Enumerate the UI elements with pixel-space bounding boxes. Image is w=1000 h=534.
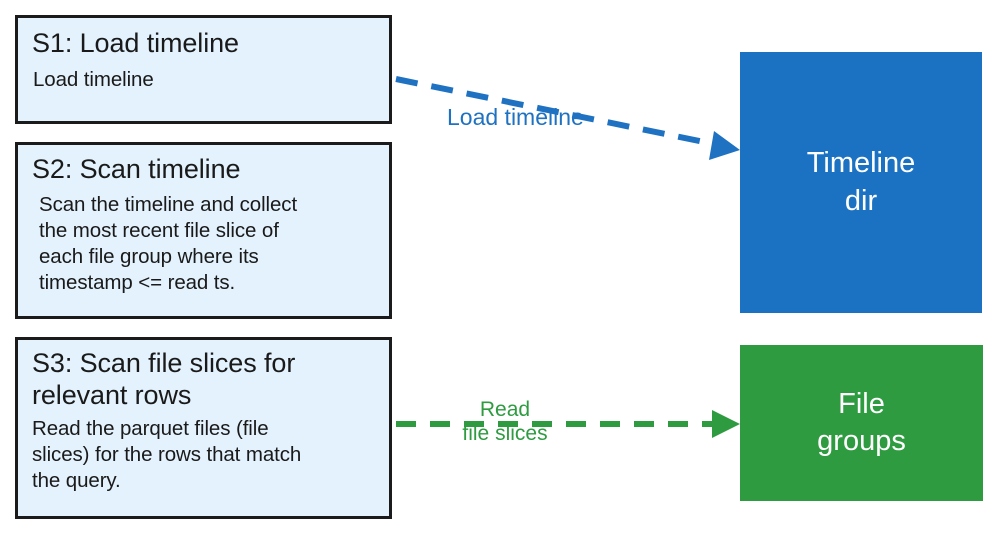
store-box-timeline-dir[interactable]: Timeline dir	[740, 52, 982, 313]
edge-label-load-timeline: Load timeline	[447, 104, 584, 130]
load-timeline-arrow-head	[709, 131, 740, 160]
step-title-s3: S3: Scan file slices for relevant rows	[32, 348, 296, 411]
step-body-s2: Scan the timeline and collect the most r…	[39, 193, 298, 295]
step-title-s2: S2: Scan timeline	[32, 154, 241, 184]
step-title-s1: S1: Load timeline	[32, 28, 239, 58]
edge-label-read-file-slices: Read file slices	[462, 398, 548, 445]
step-body-s1: Load timeline	[33, 68, 154, 92]
step-body-s3: Read the parquet files (file slices) for…	[32, 416, 302, 492]
store-label-file-groups: File groups	[817, 387, 906, 457]
store-label-timeline-dir: Timeline dir	[806, 147, 916, 217]
step-box-s1[interactable]: S1: Load timeline Load timeline	[15, 15, 392, 124]
store-box-file-groups[interactable]: File groups	[740, 345, 983, 501]
step-box-s2[interactable]: S2: Scan timeline Scan the timeline and …	[15, 142, 392, 319]
step-box-s3[interactable]: S3: Scan file slices for relevant rows R…	[15, 337, 392, 519]
read-file-slices-arrow-head	[712, 410, 740, 438]
